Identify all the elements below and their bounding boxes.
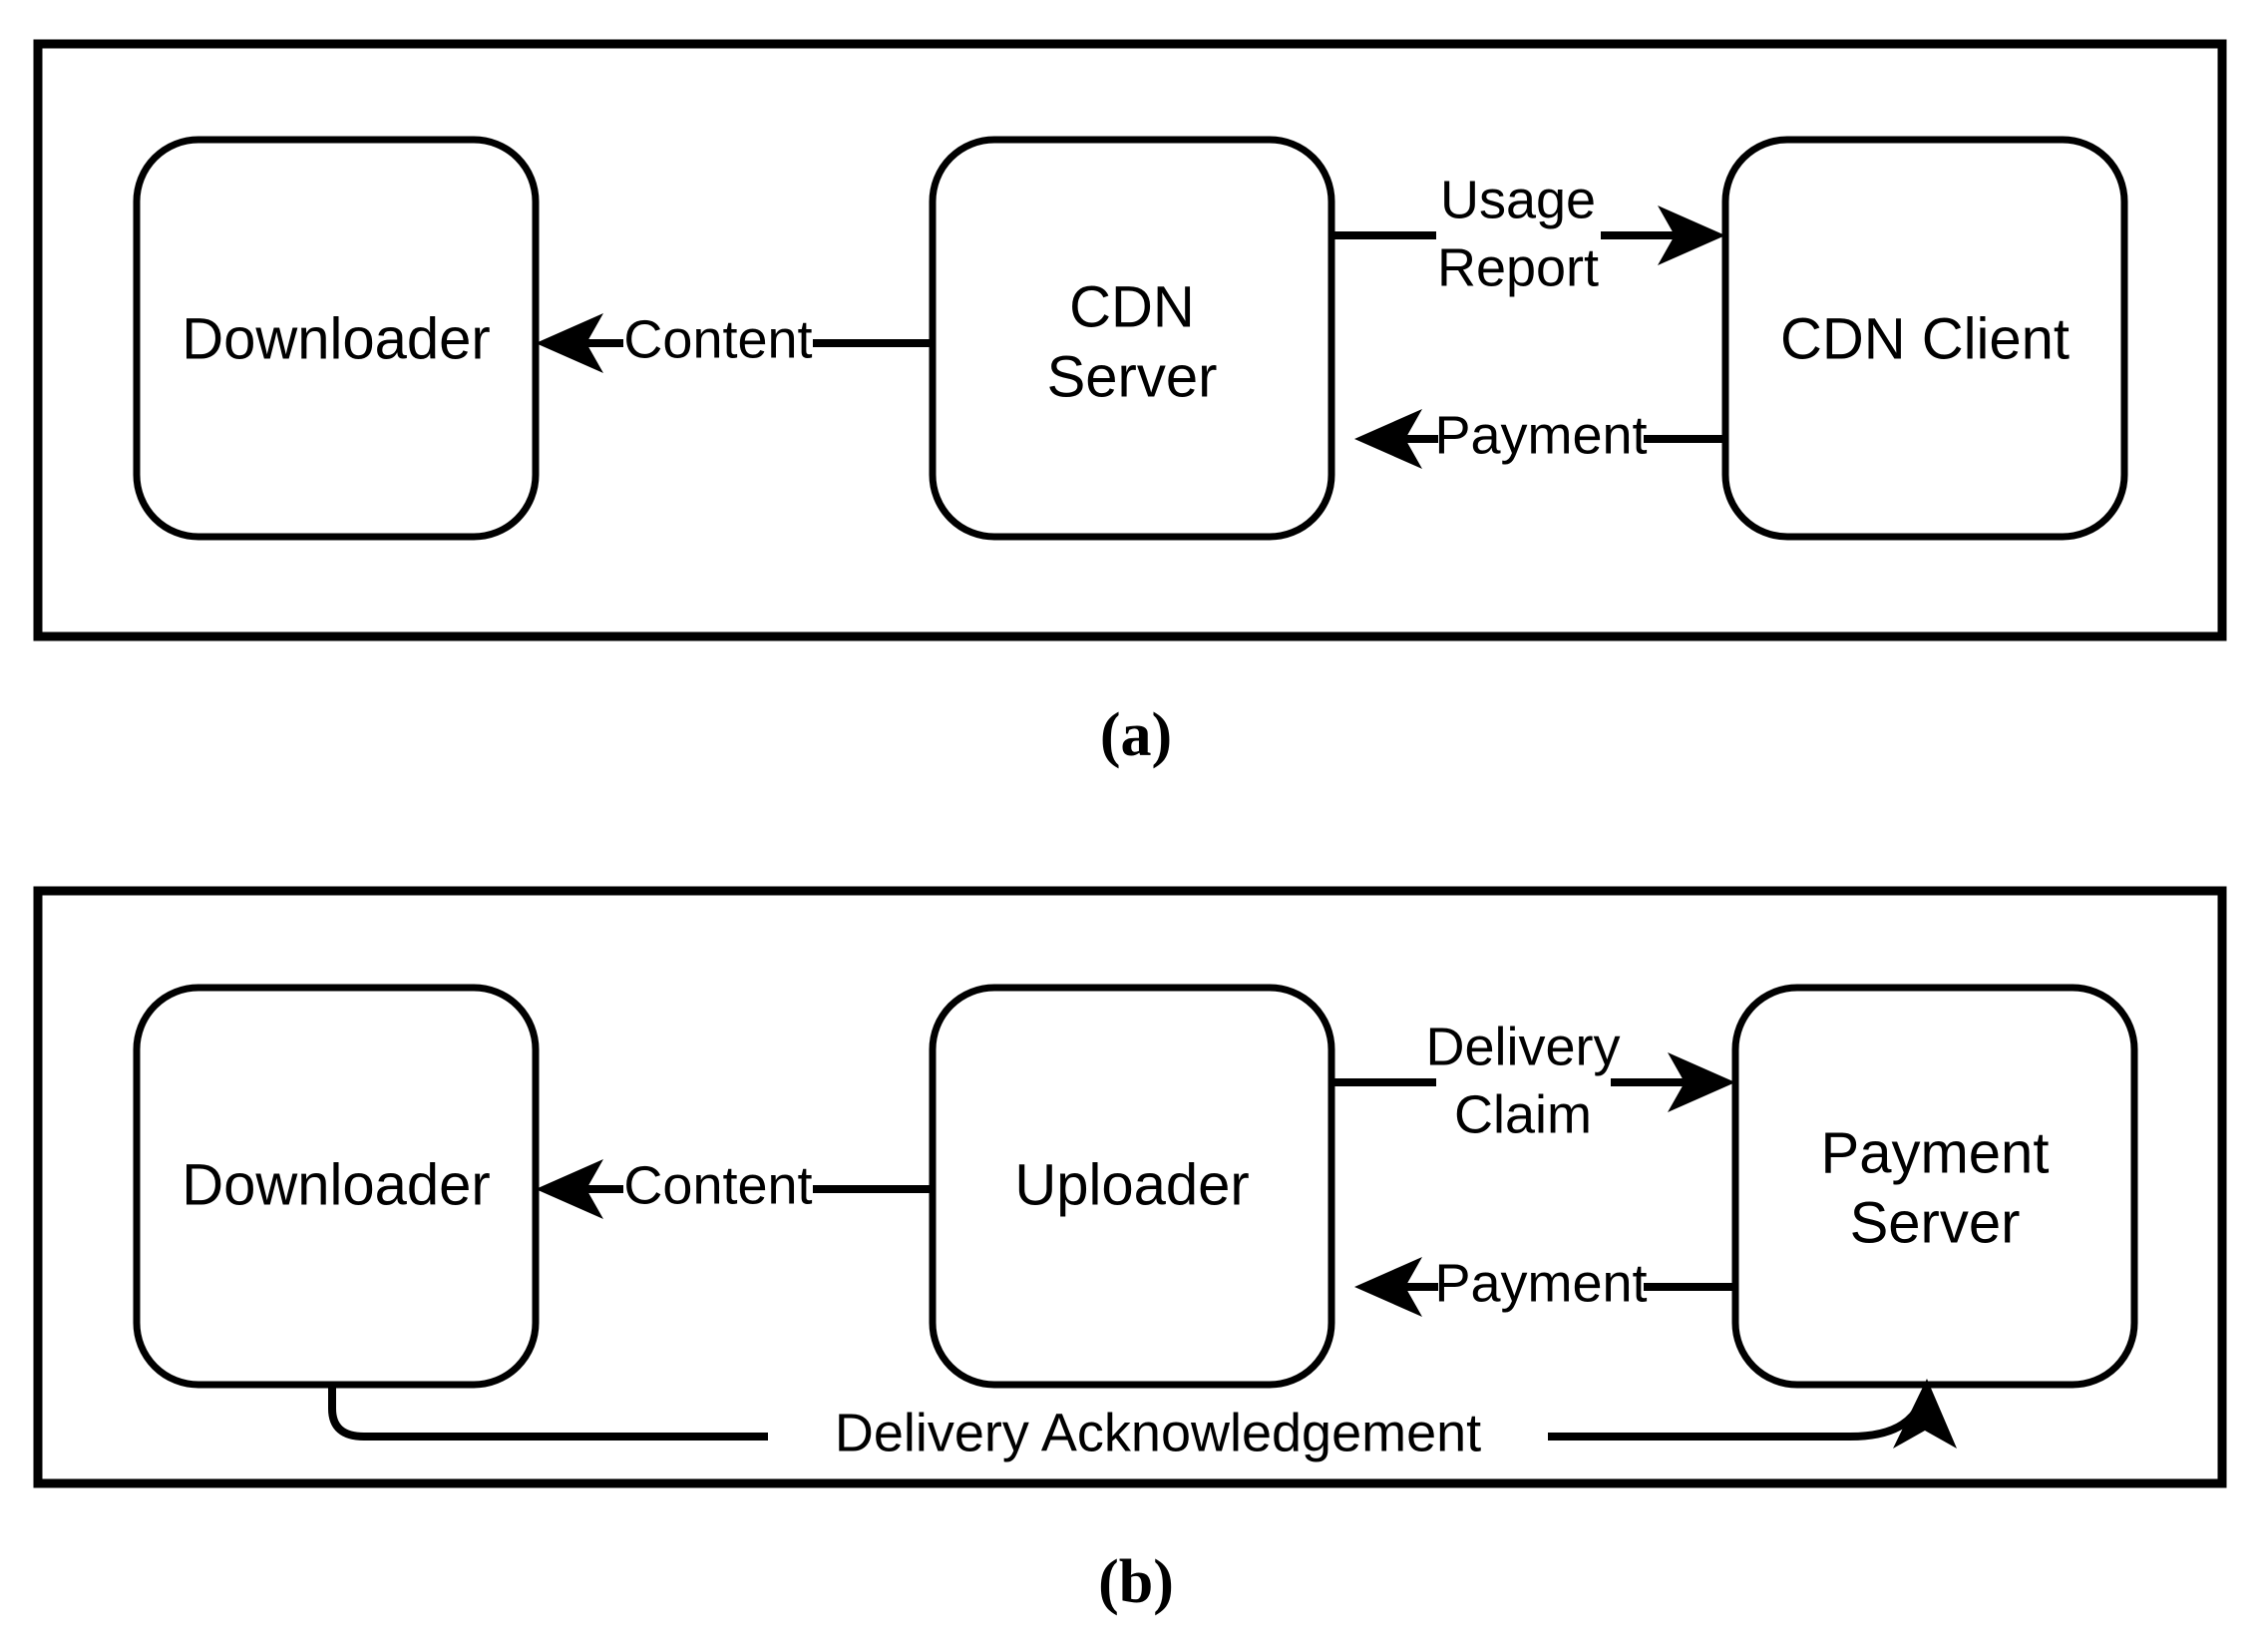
edge-payment-b-label: Payment	[1434, 1253, 1647, 1313]
cdn-client-box[interactable]	[1721, 136, 2128, 541]
edge-delivery-ack: Delivery Acknowledgement	[328, 1379, 1957, 1462]
edge-payment-a-arrowhead	[1354, 409, 1422, 469]
uploader-label: Uploader	[1014, 1152, 1249, 1217]
cdn-server-label-line2: Server	[1047, 344, 1218, 409]
edge-payment-a-label: Payment	[1434, 405, 1647, 465]
downloader-b-label: Downloader	[182, 1152, 491, 1217]
edge-usage-report: Usage Report	[1331, 170, 1725, 297]
edge-delivery-claim-arrowhead	[1668, 1052, 1735, 1112]
downloader-a-label: Downloader	[182, 306, 491, 371]
node-payment-server[interactable]: Payment Server	[1731, 984, 2138, 1389]
cdn-client-label: CDN Client	[1780, 306, 2070, 371]
payment-server-label-line1: Payment	[1821, 1120, 2050, 1185]
edge-delivery-ack-arrowhead	[1893, 1379, 1957, 1448]
node-uploader[interactable]: Uploader	[929, 984, 1335, 1389]
edge-delivery-claim: Delivery Claim	[1331, 1017, 1735, 1144]
edge-delivery-claim-label-line2: Claim	[1454, 1084, 1592, 1144]
node-cdn-client[interactable]: CDN Client	[1721, 136, 2128, 541]
payment-server-label-line2: Server	[1850, 1190, 2021, 1255]
downloader-a-box[interactable]	[133, 136, 540, 541]
edge-usage-report-arrowhead	[1658, 206, 1725, 265]
node-downloader-b[interactable]: Downloader	[133, 984, 540, 1389]
edge-delivery-claim-label-line1: Delivery	[1425, 1017, 1620, 1076]
payment-server-box[interactable]	[1731, 984, 2138, 1389]
edge-delivery-ack-path-left	[328, 1385, 768, 1441]
edge-content-b-arrowhead	[536, 1159, 603, 1219]
edge-payment-a: Payment	[1354, 405, 1725, 469]
panel-b: Downloader Uploader Payment Server Conte…	[33, 886, 2227, 1616]
edge-content-b: Content	[536, 1155, 933, 1219]
panel-a: Downloader CDN Server CDN Client Content	[33, 39, 2227, 769]
edge-delivery-ack-label: Delivery Acknowledgement	[835, 1403, 1481, 1462]
edge-payment-b-arrowhead	[1354, 1257, 1422, 1317]
edge-content-a-label: Content	[623, 309, 812, 369]
node-cdn-server[interactable]: CDN Server	[929, 136, 1335, 541]
cdn-server-box[interactable]	[929, 136, 1335, 541]
edge-usage-report-label-line2: Report	[1437, 237, 1599, 297]
node-downloader-a[interactable]: Downloader	[133, 136, 540, 541]
panel-a-caption: (a)	[1100, 701, 1172, 769]
panel-b-caption: (b)	[1098, 1548, 1174, 1616]
edge-usage-report-label-line1: Usage	[1440, 170, 1596, 229]
edge-payment-b: Payment	[1354, 1253, 1735, 1317]
edge-content-a: Content	[536, 309, 933, 373]
cdn-server-label-line1: CDN	[1069, 274, 1195, 339]
edge-content-b-label: Content	[623, 1155, 812, 1215]
edge-content-a-arrowhead	[536, 313, 603, 373]
